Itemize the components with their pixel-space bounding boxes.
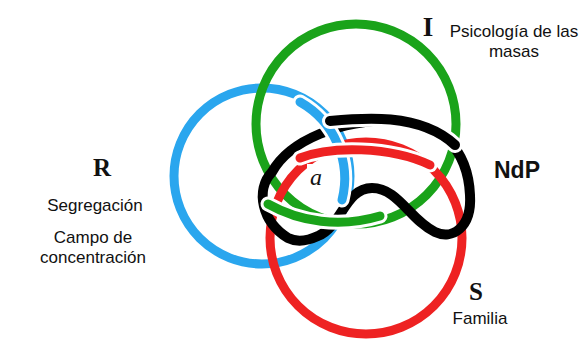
ring-caption: Psicología de las masas (448, 22, 580, 61)
black-over (330, 119, 455, 145)
ring-caption: Campo de concentración (18, 228, 168, 267)
red-over (300, 150, 430, 165)
ring-letter: NdP (494, 157, 540, 183)
ring-letter: S (469, 278, 483, 307)
weave-gap (300, 150, 430, 165)
green-over (268, 204, 380, 222)
ring-caption: Familia (453, 309, 508, 329)
object-a: a (307, 164, 325, 192)
ring-caption: Segregación (47, 196, 142, 216)
weave-gap (268, 204, 380, 222)
ring-letter: R (93, 154, 111, 183)
weave-gap (330, 119, 455, 145)
ring-letter: I (423, 12, 434, 43)
